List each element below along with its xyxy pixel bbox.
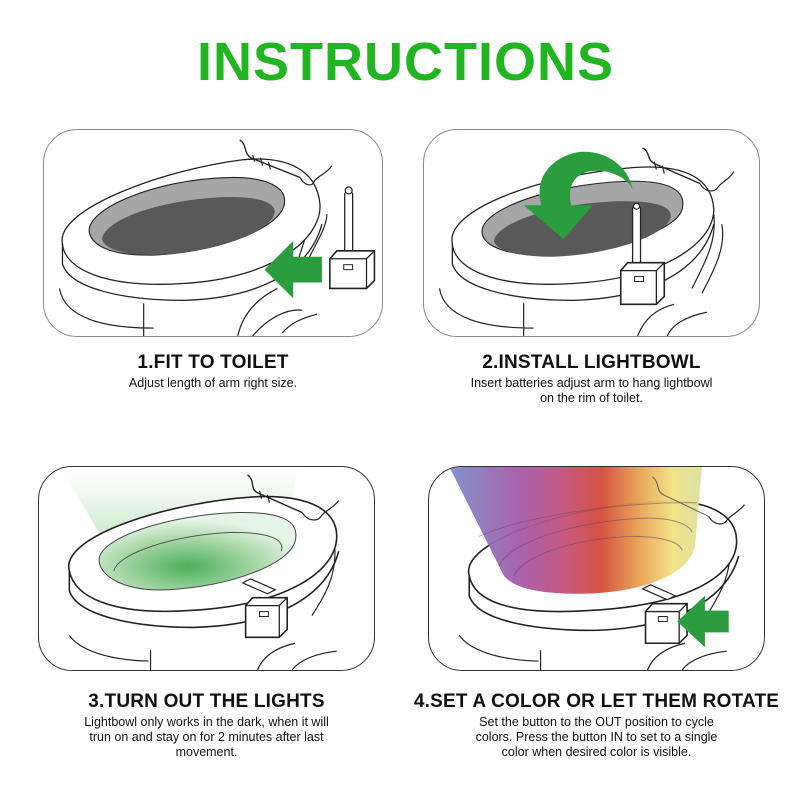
step-4-caption: 4.SET A COLOR OR LET THEM ROTATE Set the… [408,691,785,760]
arrow-left-icon [264,240,322,299]
step-4-description-line: color when desired color is visible. [501,745,692,759]
step-3-heading: 3.TURN OUT THE LIGHTS [88,691,325,712]
curved-arrow-down-icon [523,151,633,239]
step-4-illustration [428,466,765,671]
step-1-description: Adjust length of arm right size. [128,376,298,390]
toilet-green-glow-drawing [61,467,340,670]
step-2-heading: 2.INSTALL LIGHTBOWL [482,352,701,373]
step-2-caption: 2.INSTALL LIGHTBOWL Insert batteries adj… [423,352,760,406]
page-title: INSTRUCTIONS [197,32,614,92]
step-3-description-line: Lightbowl only works in the dark, when i… [84,715,329,729]
step-2-description-line: on the rim of toilet. [540,391,643,405]
step-2-description: Insert batteries adjust arm to hang ligh… [423,376,760,406]
step-3-caption: 3.TURN OUT THE LIGHTS Lightbowl only wor… [38,691,375,760]
step-1-heading: 1.FIT TO TOILET [137,352,289,373]
step-2-description-line: Insert batteries adjust arm to hang ligh… [470,376,713,390]
step-2-illustration [423,129,760,337]
step-3-description-line: movement. [175,745,238,759]
step-3-description: Lightbowl only works in the dark, when i… [38,715,375,760]
toilet-rainbow-glow-drawing [449,467,746,670]
step-3-illustration [38,466,375,671]
step-4-heading: 4.SET A COLOR OR LET THEM ROTATE [413,691,780,712]
step-4-description-line: colors. Press the button IN to set to a … [475,730,718,744]
arrow-left-icon [677,595,729,648]
step-4-description-line: Set the button to the OUT position to cy… [479,715,714,729]
step-1-caption: 1.FIT TO TOILET Adjust length of arm rig… [43,352,383,391]
toilet-fit-drawing [58,139,376,336]
step-3-description-line: trun on and stay on for 2 minutes after … [89,730,324,744]
step-4-description: Set the button to the OUT position to cy… [408,715,785,760]
toilet-install-drawing [438,147,735,336]
step-1-illustration [43,129,383,337]
